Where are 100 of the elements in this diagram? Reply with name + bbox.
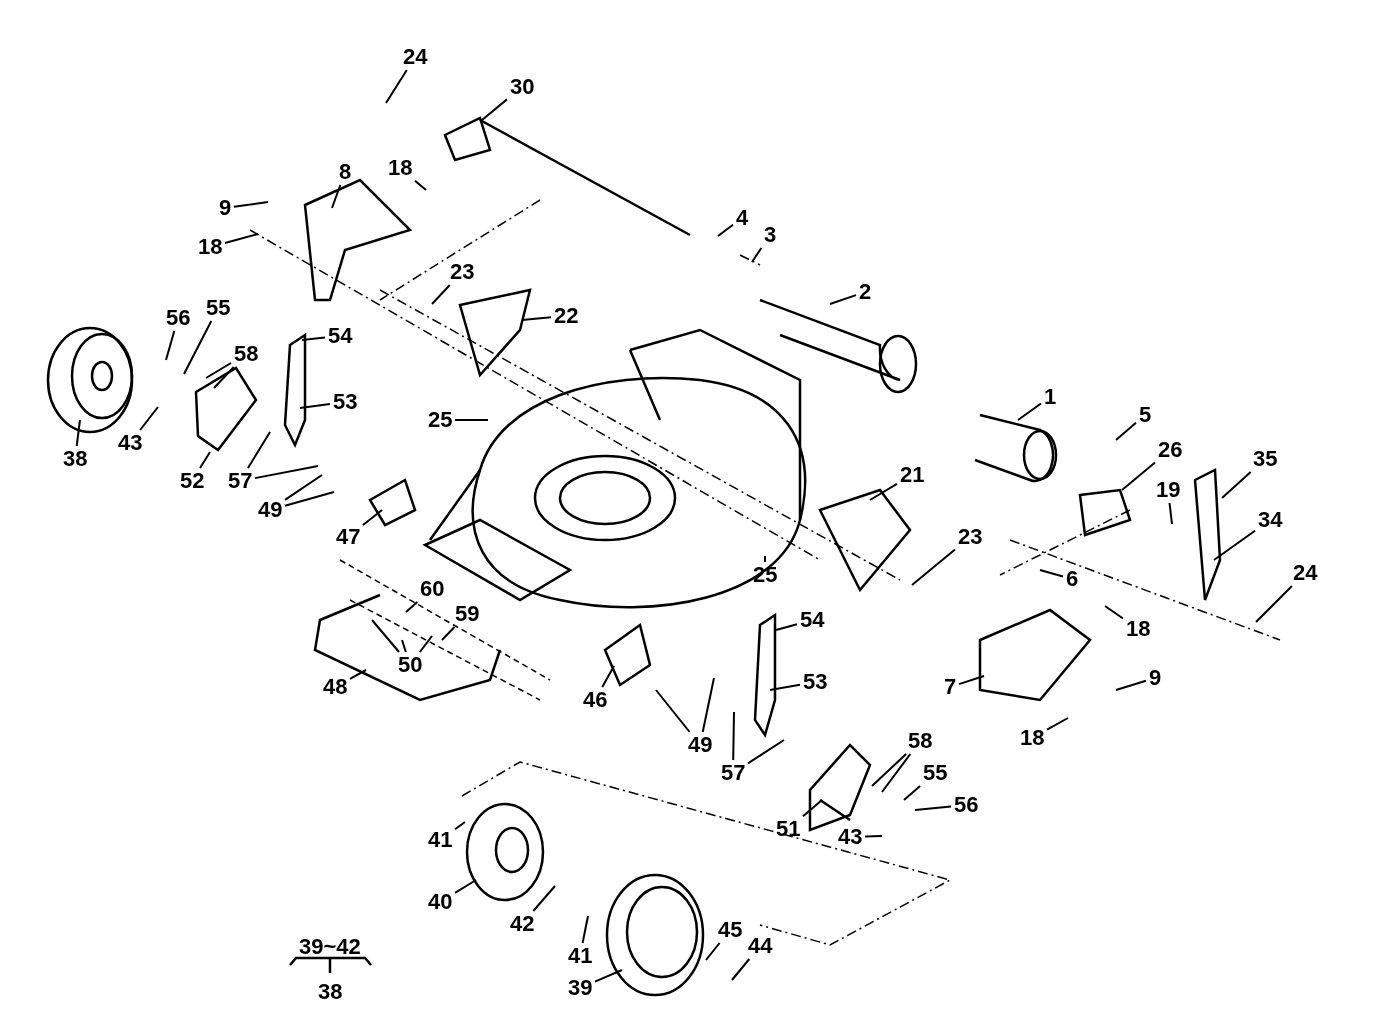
callout-number: 26: [1158, 438, 1183, 462]
leader-line: [1213, 529, 1256, 561]
leader-line: [871, 753, 908, 787]
leader-line: [284, 474, 323, 501]
callout-number: 1: [1044, 385, 1057, 409]
leader-line: [454, 821, 466, 831]
leader-line: [747, 739, 785, 765]
leader-line: [254, 465, 319, 480]
callout-number: 49: [688, 733, 713, 757]
callout-number: 35: [1253, 447, 1278, 471]
callout-number: 19: [1156, 478, 1181, 502]
leader-line: [1221, 471, 1252, 499]
leader-line: [301, 336, 326, 341]
callout-number: 46: [583, 688, 608, 712]
leader-line: [418, 635, 433, 653]
callout-number: 52: [180, 469, 205, 493]
callout-number: 59: [455, 602, 480, 626]
callout-number: 18: [388, 156, 413, 180]
callout-number: 23: [450, 260, 475, 284]
callout-number: 41: [568, 944, 593, 968]
leader-line: [1168, 502, 1173, 525]
leader-line: [903, 785, 922, 801]
callout-number: 58: [234, 342, 259, 366]
leader-line: [481, 98, 508, 121]
callout-number: 8: [339, 160, 352, 184]
leader-line: [362, 509, 383, 527]
callout-number: 38: [63, 447, 88, 471]
leader-line: [532, 885, 556, 912]
leader-line: [1104, 605, 1124, 620]
callout-number: 53: [333, 390, 358, 414]
callout-number: 55: [923, 761, 948, 785]
callout-number: 43: [118, 431, 143, 455]
leader-line: [284, 491, 335, 507]
callout-number: 47: [336, 525, 361, 549]
leader-line: [764, 555, 766, 563]
leader-line: [775, 623, 798, 631]
callout-number: 6: [1066, 567, 1079, 591]
callout-number: 49: [258, 498, 283, 522]
callout-number: 9: [1149, 666, 1162, 690]
callout-number: 40: [428, 890, 453, 914]
part-range-label: 39~42: [299, 935, 361, 959]
callout-number: 18: [198, 235, 223, 259]
callout-number: 54: [800, 608, 825, 632]
callout-number: 48: [323, 675, 348, 699]
callout-number: 44: [748, 934, 773, 958]
callout-number: 18: [1020, 726, 1045, 750]
leader-line: [731, 958, 751, 981]
leader-line: [349, 669, 367, 680]
callout-number: 51: [776, 817, 801, 841]
leader-line: [454, 419, 489, 421]
leader-line: [205, 362, 232, 379]
callout-number: 56: [166, 306, 191, 330]
leader-line: [199, 451, 211, 469]
leader-line: [183, 320, 213, 375]
leader-line: [139, 406, 159, 431]
leader-line: [911, 548, 956, 586]
leader-line: [165, 330, 176, 361]
leader-line: [732, 711, 735, 761]
leader-line: [705, 942, 721, 961]
leader-line: [401, 639, 407, 653]
callout-number: 4: [736, 206, 749, 230]
leader-line: [594, 969, 623, 983]
leader-line: [829, 294, 857, 305]
leader-line: [717, 223, 734, 237]
callout-number: 7: [944, 675, 957, 699]
leader-line: [1115, 679, 1147, 691]
leader-line: [769, 683, 801, 691]
callout-number: 34: [1258, 508, 1283, 532]
leader-line: [224, 233, 259, 244]
callout-number: 23: [958, 525, 983, 549]
leader-line: [751, 247, 763, 263]
callout-number: 58: [908, 729, 933, 753]
callout-number: 60: [420, 577, 445, 601]
leader-line: [1115, 421, 1137, 441]
leader-line: [405, 601, 419, 613]
callout-number: 30: [510, 75, 535, 99]
leader-line: [1017, 402, 1042, 421]
callout-number: 9: [219, 196, 232, 220]
leader-line: [1255, 585, 1293, 623]
callout-number: 42: [510, 912, 535, 936]
callout-number: 54: [328, 324, 353, 348]
leader-line: [213, 366, 235, 389]
leader-line: [914, 805, 952, 811]
callout-number: 57: [228, 469, 253, 493]
leader-line: [1046, 717, 1069, 731]
leader-line: [521, 316, 552, 321]
callout-number: 24: [403, 45, 428, 69]
callout-number: 25: [428, 408, 453, 432]
leader-line: [701, 677, 715, 733]
leader-line: [75, 419, 81, 447]
callout-number: 24: [1293, 561, 1318, 585]
callout-number: 38: [318, 980, 343, 1004]
callout-number: 5: [1139, 403, 1152, 427]
callout-number: 45: [718, 918, 743, 942]
callout-number: 56: [954, 793, 979, 817]
leader-line: [441, 626, 456, 641]
callout-number: 21: [900, 463, 925, 487]
leader-line: [1039, 569, 1064, 578]
callout-number: 41: [428, 828, 453, 852]
leader-line: [958, 675, 985, 686]
